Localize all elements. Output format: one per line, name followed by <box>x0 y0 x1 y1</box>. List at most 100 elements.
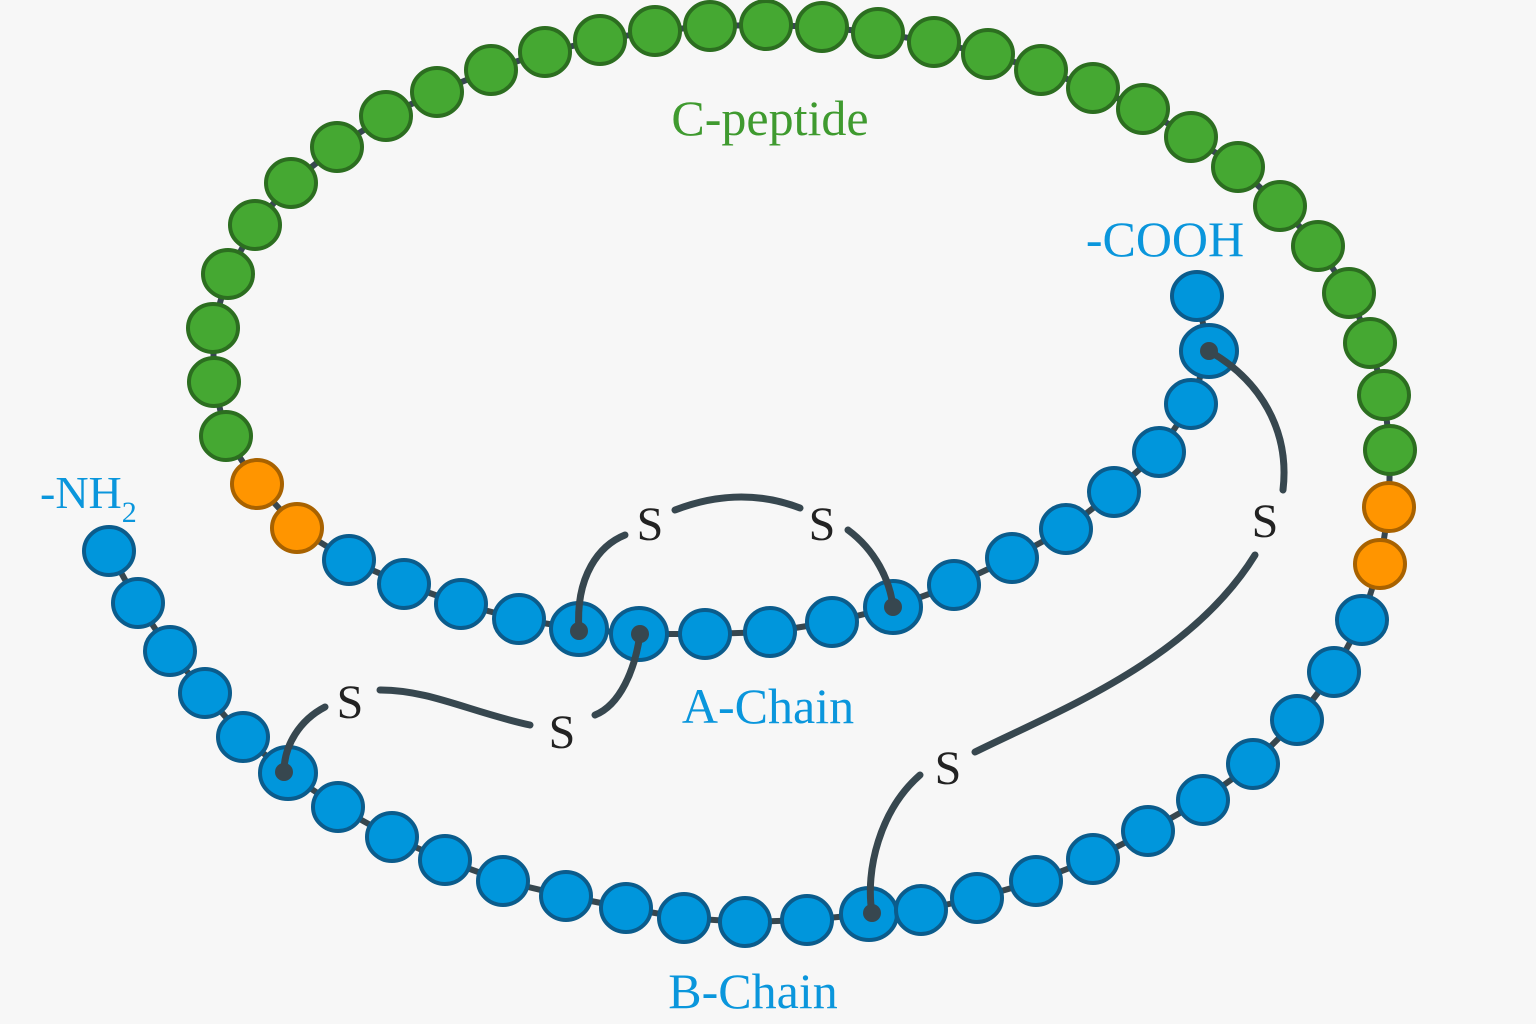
a-chain-residue <box>1039 503 1093 555</box>
cysteine-marker <box>631 625 649 643</box>
b-chain-residue <box>111 577 165 629</box>
b-chain-residue <box>599 882 653 934</box>
c-peptide-residue <box>228 199 282 251</box>
cysteine-marker <box>863 904 881 922</box>
c-peptide-residue <box>1164 111 1218 163</box>
amino-acid-beads <box>82 0 1417 948</box>
cooh-terminus-label: -COOH <box>1086 211 1244 267</box>
a-chain-residue <box>678 608 732 660</box>
a-chain-residue <box>377 558 431 610</box>
c-peptide-residue <box>464 44 518 96</box>
b-chain-residue <box>894 884 948 936</box>
b-chain-label: B-Chain <box>668 963 837 1019</box>
b-chain-residue <box>1226 738 1280 790</box>
b-chain-residue <box>718 896 772 948</box>
b-chain-residue <box>1121 805 1175 857</box>
disulfide-bond-line <box>971 551 1259 756</box>
a-chain-residue <box>985 532 1039 584</box>
cleavage-residue <box>230 458 284 510</box>
a-chain-residue <box>492 593 546 645</box>
c-peptide-residue <box>310 121 364 173</box>
c-peptide-residue <box>187 356 241 408</box>
b-chain-residue <box>539 870 593 922</box>
sulfur-label: S <box>809 498 836 551</box>
c-peptide-residue <box>795 1 849 53</box>
b-chain-residue <box>1270 694 1324 746</box>
b-chain-residue <box>950 872 1004 924</box>
cysteine-marker <box>275 763 293 781</box>
c-peptide-residue <box>961 28 1015 80</box>
c-peptide-residue <box>186 302 240 354</box>
labels: C-peptide A-Chain B-Chain -COOH -NH2 <box>40 90 1244 1019</box>
a-chain-residue <box>927 559 981 611</box>
b-chain-residue <box>178 667 232 719</box>
b-chain-residue <box>143 625 197 677</box>
c-peptide-residue <box>1291 220 1345 272</box>
disulfide-bond-line <box>671 493 804 514</box>
a-chain-residue <box>1132 426 1186 478</box>
c-peptide-residue <box>1343 317 1397 369</box>
nh2-text: -NH <box>40 467 122 518</box>
b-chain-residue <box>216 711 270 763</box>
b-chain-residue <box>1307 646 1361 698</box>
c-peptide-residue <box>199 410 253 462</box>
b-chain-residue <box>657 892 711 944</box>
c-peptide-residue <box>1322 267 1376 319</box>
c-peptide-residue <box>1253 180 1307 232</box>
disulfide-bond-line <box>575 531 629 635</box>
cysteine-marker <box>1200 342 1218 360</box>
c-peptide-residue <box>573 14 627 66</box>
sulfur-label: S <box>337 676 364 729</box>
sulfur-label: S <box>1252 495 1279 548</box>
c-peptide-residue <box>1066 62 1120 114</box>
b-chain-residue <box>780 894 834 946</box>
c-peptide-label: C-peptide <box>671 90 868 146</box>
disulfide-bond-line <box>376 686 534 729</box>
c-peptide-residue <box>1363 424 1417 476</box>
c-peptide-residue <box>410 66 464 118</box>
a-chain-residue <box>743 606 797 658</box>
c-peptide-residue <box>1014 44 1068 96</box>
b-chain-residue <box>82 525 136 577</box>
a-chain-label: A-Chain <box>682 678 854 734</box>
nh2-subscript: 2 <box>122 496 137 529</box>
b-chain-residue <box>311 781 365 833</box>
c-peptide-residue <box>518 26 572 78</box>
c-peptide-residue <box>1116 83 1170 135</box>
c-peptide-residue <box>907 16 961 68</box>
c-peptide-residue <box>201 248 255 300</box>
disulfide-bond-line <box>591 630 644 719</box>
c-peptide-residue <box>683 0 737 52</box>
cysteine-marker <box>570 622 588 640</box>
b-chain-residue <box>476 855 530 907</box>
b-chain-residue <box>365 811 419 863</box>
disulfide-bond-line <box>866 771 924 917</box>
c-peptide-residue <box>628 5 682 57</box>
a-chain-residue <box>322 534 376 586</box>
a-chain-residue <box>1164 378 1218 430</box>
sulfur-label: S <box>935 742 962 795</box>
disulfide-bridges: S S S S S S <box>275 342 1288 922</box>
a-chain-residue <box>1170 270 1224 322</box>
nh2-terminus-label: -NH2 <box>40 467 137 529</box>
cleavage-residue <box>1353 538 1407 590</box>
c-peptide-residue <box>264 157 318 209</box>
b-chain-residue <box>1009 855 1063 907</box>
c-peptide-residue <box>851 7 905 59</box>
b-chain-residue <box>1066 833 1120 885</box>
a-chain-residue <box>434 578 488 630</box>
a-chain-residue <box>1087 466 1141 518</box>
sulfur-label: S <box>637 498 664 551</box>
c-peptide-residue <box>1357 369 1411 421</box>
disulfide-bond-line <box>1205 347 1288 494</box>
b-chain-residue <box>1335 594 1389 646</box>
cleavage-residue <box>1362 481 1416 533</box>
c-peptide-residue <box>1211 141 1265 193</box>
b-chain-residue <box>1176 774 1230 826</box>
c-peptide-residue <box>359 90 413 142</box>
cleavage-residue <box>270 502 324 554</box>
sulfur-label: S <box>549 706 576 759</box>
a-chain-residue <box>805 596 859 648</box>
